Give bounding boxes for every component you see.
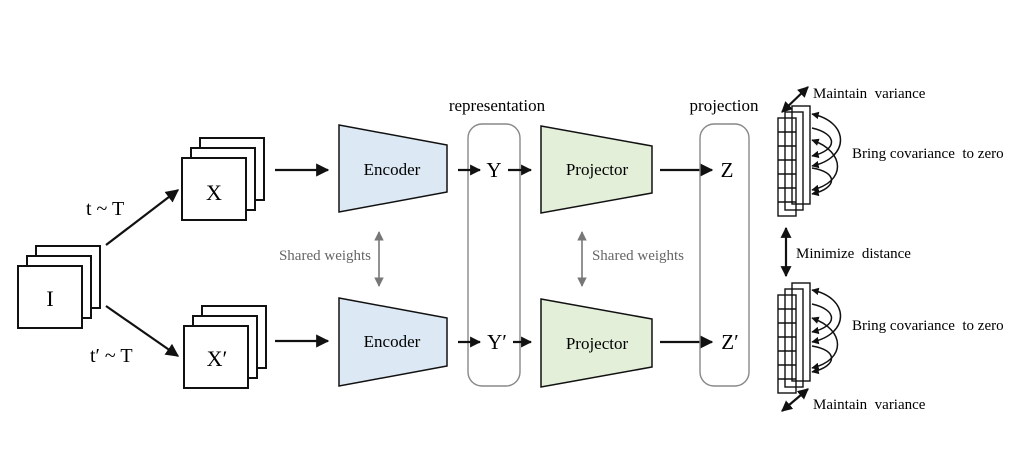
top-transform-arrow bbox=[105, 189, 180, 246]
embedding-layer-back bbox=[791, 282, 811, 382]
representation-y-prime-label: Y′ bbox=[487, 330, 507, 354]
projector-top: Projector bbox=[540, 125, 653, 214]
projector-bottom: Projector bbox=[540, 298, 653, 388]
view-x-label: X bbox=[206, 180, 222, 205]
embedding-stack-bottom bbox=[777, 282, 811, 394]
projection-z-prime-label: Z′ bbox=[721, 330, 738, 354]
projection-box bbox=[699, 123, 750, 387]
input-image-label: I bbox=[46, 286, 53, 311]
representation-box bbox=[467, 123, 521, 387]
encoder-top: Encoder bbox=[338, 124, 448, 213]
embedding-layer-mid bbox=[784, 111, 804, 211]
encoder-bottom-label: Encoder bbox=[364, 332, 421, 351]
variance-bottom-arrow bbox=[781, 388, 809, 412]
covariance-bottom-label: Bring covariance to zero bbox=[852, 318, 1004, 334]
covariance-top-label: Bring covariance to zero bbox=[852, 146, 1004, 162]
projector-shared-weights-label: Shared weights bbox=[592, 248, 684, 264]
variance-top-arrow bbox=[781, 86, 809, 113]
embedding-layer-mid bbox=[784, 288, 804, 388]
bottom-transform-arrow bbox=[105, 305, 180, 357]
variance-bottom-label: Maintain variance bbox=[813, 397, 926, 413]
covariance-arcs-bottom bbox=[811, 287, 842, 375]
representation-y-label: Y bbox=[486, 158, 501, 182]
view-x-stack: X bbox=[181, 137, 265, 221]
top-transform-label: t ~ T bbox=[86, 198, 124, 220]
projector-top-label: Projector bbox=[566, 160, 629, 179]
covariance-arcs-top bbox=[811, 111, 842, 197]
variance-top-label: Maintain variance bbox=[813, 86, 926, 102]
projector-bottom-label: Projector bbox=[566, 334, 629, 353]
view-x-prime-stack: X′ bbox=[183, 305, 267, 389]
embedding-stack-top bbox=[777, 105, 811, 217]
input-image-stack: I bbox=[17, 245, 101, 329]
representation-heading: representation bbox=[449, 96, 546, 115]
projection-heading: projection bbox=[690, 96, 759, 115]
encoder-top-label: Encoder bbox=[364, 160, 421, 179]
embedding-layer-back bbox=[791, 105, 811, 205]
invariance-label: Minimize distance bbox=[796, 246, 911, 262]
view-x-prime-label: X′ bbox=[207, 346, 228, 371]
encoder-shared-weights-label: Shared weights bbox=[279, 248, 371, 264]
encoder-bottom: Encoder bbox=[338, 297, 448, 387]
bottom-transform-label: t′ ~ T bbox=[90, 345, 133, 367]
projection-z-label: Z bbox=[721, 158, 734, 182]
embedding-layer-front bbox=[777, 117, 797, 217]
embedding-layer-front bbox=[777, 294, 797, 394]
